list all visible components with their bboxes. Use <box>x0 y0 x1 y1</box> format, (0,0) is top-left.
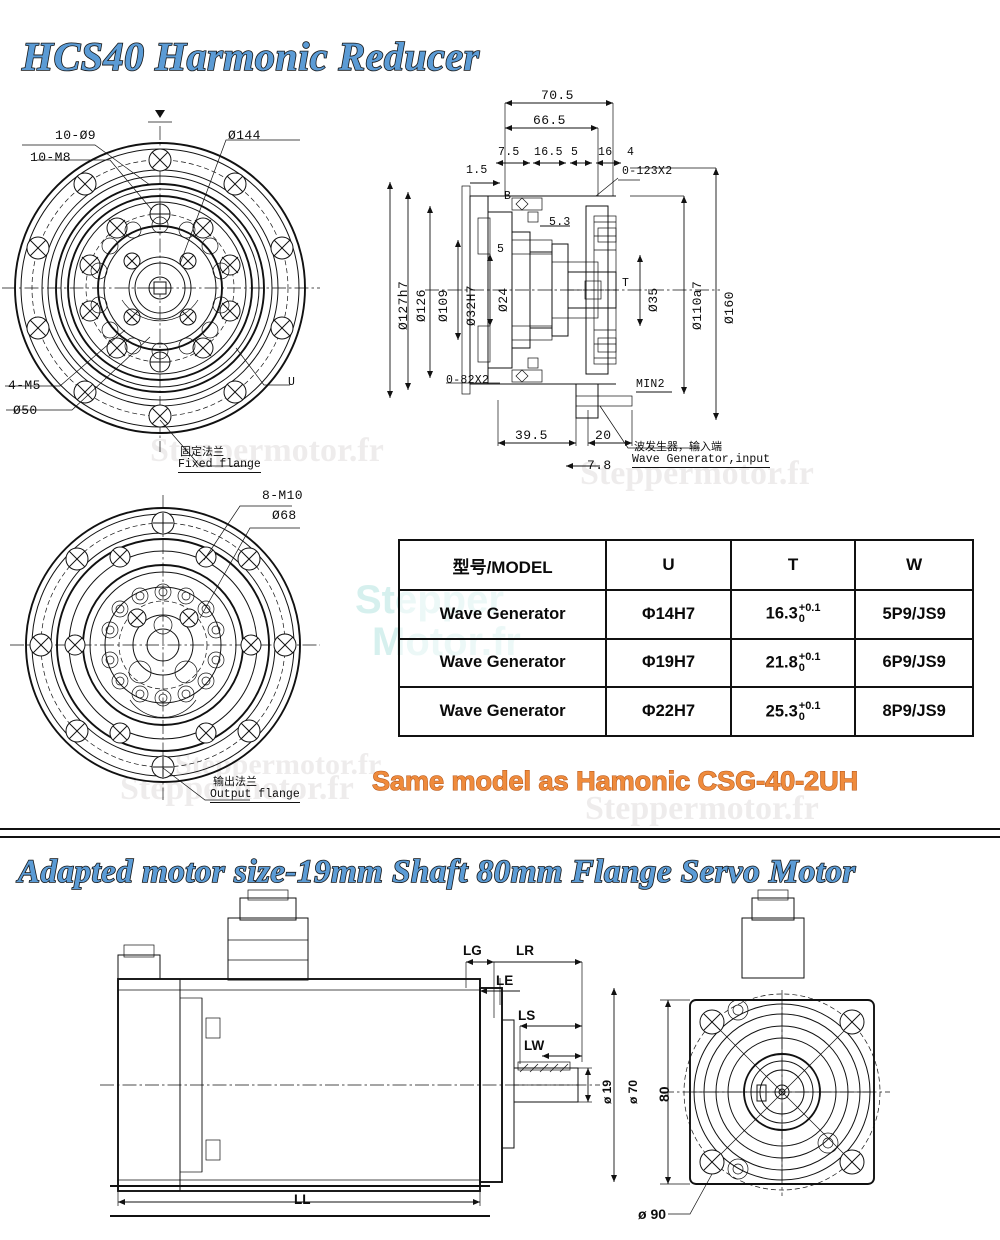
t-tol-upper: +0.1 <box>798 650 821 663</box>
dim-66-5: 66.5 <box>533 113 566 128</box>
output-flange-caption-cjk: 输出法兰 <box>213 775 257 788</box>
motor-side-view <box>100 889 617 1217</box>
dia-24: Ø24 <box>496 287 511 312</box>
t-tol-lower: 0 <box>798 613 805 626</box>
label-lr: LR <box>516 943 534 958</box>
t-tol-lower: 0 <box>798 661 805 674</box>
label-ls: LS <box>518 1008 536 1023</box>
mark-b: B <box>504 190 512 203</box>
t-base: 21.8 <box>765 653 798 672</box>
dia-35: Ø35 <box>646 287 661 312</box>
wave-gen-caption-cjk: 波发生器，输入端 <box>634 440 722 453</box>
same-model-note: Same model as Hamonic CSG-40-2UH <box>371 765 859 796</box>
dim-1-5: 1.5 <box>466 164 488 177</box>
label-flange-size: 80 <box>656 1086 672 1102</box>
page-title: HCS40 Harmonic Reducer <box>21 33 480 80</box>
section-divider <box>0 836 1000 838</box>
spec-table: 型号/MODEL U T W Wave Generator Φ14H7 16.3… <box>397 539 974 737</box>
dia-160: Ø160 <box>722 291 737 324</box>
fixed-flange-caption-cjk: 固定法兰 <box>180 445 224 458</box>
dim-5-3: 5.3 <box>549 216 571 229</box>
thread-0-82x2: 0-82X2 <box>446 374 490 387</box>
label-d50: Ø50 <box>13 403 38 418</box>
label-min2: MIN2 <box>636 378 665 391</box>
motor-section-title: Adapted motor size-19mm Shaft 80mm Flang… <box>17 853 856 891</box>
label-le: LE <box>496 973 514 988</box>
col-header-u: U <box>605 539 732 591</box>
thread-0-123x2: 0-123X2 <box>622 165 673 178</box>
label-lw: LW <box>524 1038 545 1053</box>
fixed-flange-caption-en: Fixed flange <box>178 458 261 473</box>
table-header-row: 型号/MODEL U T W <box>397 539 974 591</box>
dim-70-5: 70.5 <box>541 88 574 103</box>
label-shaft-dia: ø 19 <box>600 1079 614 1104</box>
label-4-m5: 4-M5 <box>8 378 41 393</box>
t-tol-upper: +0.1 <box>798 602 821 615</box>
col-header-t: T <box>729 539 857 591</box>
dim-5b: 5 <box>497 243 505 256</box>
dim-16: 16 <box>598 146 613 159</box>
label-lg: LG <box>463 943 482 958</box>
col-header-model: 型号/MODEL <box>397 539 608 591</box>
dia-109: Ø109 <box>436 289 451 322</box>
output-flange-caption-en: Output flange <box>210 788 300 803</box>
label-u-front: U <box>288 376 296 389</box>
cell-w: 6P9/JS9 <box>854 637 974 689</box>
label-bolt-circle: ø 90 <box>638 1206 667 1222</box>
label-ll: LL <box>294 1192 311 1207</box>
dim-39-5: 39.5 <box>515 428 548 443</box>
t-tol-upper: +0.1 <box>798 699 821 712</box>
cell-model: Wave Generator <box>397 589 608 640</box>
dia-126: Ø126 <box>414 289 429 322</box>
dia-110a7: Ø110a7 <box>690 280 705 330</box>
dia-127h7: Ø127h7 <box>396 280 411 330</box>
cell-w: 8P9/JS9 <box>854 686 974 737</box>
cell-w: 5P9/JS9 <box>854 589 974 640</box>
wave-gen-caption-en: Wave Generator,input <box>632 453 771 468</box>
dim-7-5: 7.5 <box>498 146 520 159</box>
cell-model: Wave Generator <box>397 686 608 737</box>
cell-u: Φ22H7 <box>605 686 732 737</box>
label-d68: Ø68 <box>272 508 297 523</box>
section-divider <box>0 828 1000 830</box>
t-tol-lower: 0 <box>798 710 805 723</box>
label-body-dia: ø 70 <box>626 1079 640 1104</box>
label-d144: Ø144 <box>228 128 261 143</box>
dim-4: 4 <box>627 146 635 159</box>
dim-16-5: 16.5 <box>534 146 563 159</box>
cell-model: Wave Generator <box>397 637 608 689</box>
dim-5a: 5 <box>571 146 579 159</box>
motor-front-view <box>660 889 890 1215</box>
cell-u: Φ14H7 <box>605 589 732 640</box>
dim-20: 20 <box>595 428 612 443</box>
rear-view-drawing <box>10 495 320 801</box>
watermark: Steppermotor.fr <box>175 748 382 781</box>
cell-u: Φ19H7 <box>605 637 732 689</box>
t-base: 25.3 <box>765 702 798 721</box>
dia-32h7: Ø32H7 <box>464 284 479 326</box>
label-10-d9: 10-Ø9 <box>55 128 97 143</box>
label-8-m10: 8-M10 <box>262 488 304 503</box>
label-10-m8: 10-M8 <box>30 150 72 165</box>
dim-7-8: 7.8 <box>587 458 612 473</box>
col-header-w: W <box>854 539 974 591</box>
mark-t: T <box>622 277 630 290</box>
t-base: 16.3 <box>765 604 798 623</box>
